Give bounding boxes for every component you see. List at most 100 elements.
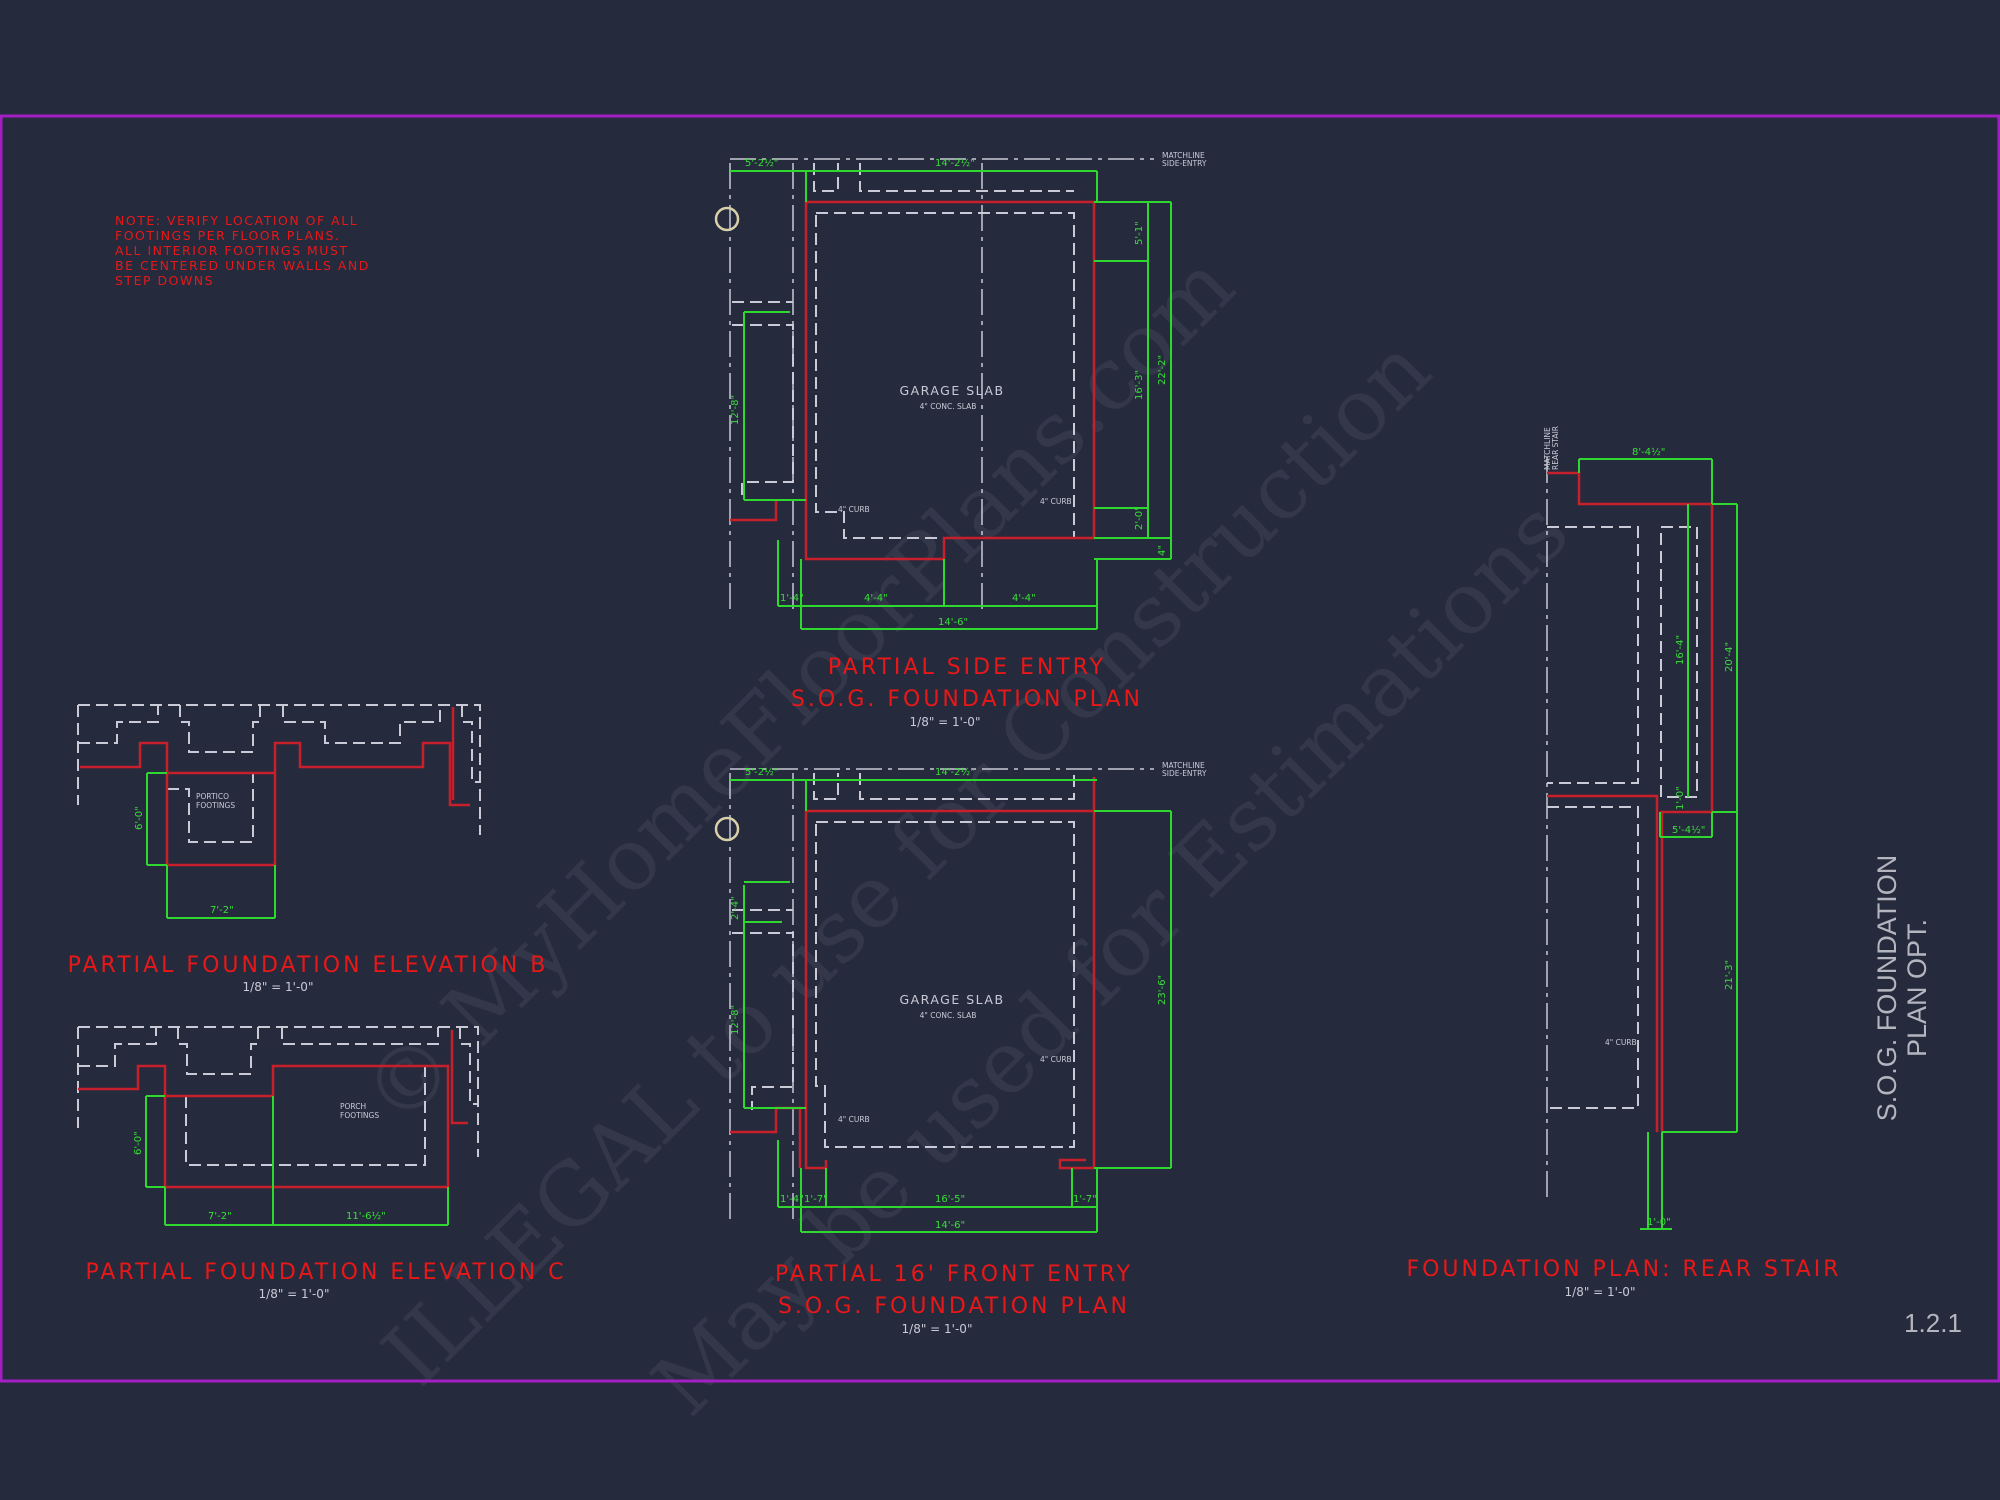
- dim-label: 1'-4": [780, 1194, 804, 1205]
- matchline: [729, 768, 1154, 1222]
- dim-label: 1'-0": [1675, 786, 1686, 810]
- plan-scale: 1/8" = 1'-0": [902, 1322, 973, 1336]
- rear-stair-plan: 8'-4½" 16'-4" 20'-4" 1'-0" 5'-4½" 21'-3"…: [1406, 426, 1841, 1299]
- plan-scale: 1/8" = 1'-0": [910, 715, 981, 729]
- dim-label: 5'-1": [1134, 221, 1145, 245]
- plan-scale: 1/8" = 1'-0": [1565, 1285, 1636, 1299]
- elevation-scale: 1/8" = 1'-0": [243, 980, 314, 994]
- dim-label: 1'-4": [780, 593, 804, 604]
- dim-label: 4'-4": [864, 593, 888, 604]
- dim-label: 1'-0": [1647, 1217, 1671, 1228]
- general-note: NOTE: VERIFY LOCATION OF ALL FOOTINGS PE…: [115, 213, 370, 288]
- dim-label: 16'-4": [1675, 635, 1686, 665]
- dim-label: 20'-4": [1724, 642, 1735, 672]
- dim-label: 5'-2½": [745, 157, 778, 169]
- footing-label: PORTICO: [196, 792, 229, 801]
- dimension-lines: [730, 170, 1172, 630]
- foundation-outline: [77, 1026, 479, 1157]
- dim-label: 1'-7": [804, 1194, 828, 1205]
- footing-outline: [732, 909, 794, 1110]
- dim-label: 21'-3": [1724, 960, 1735, 990]
- sheet-border: [0, 114, 2000, 1383]
- note-line: ALL INTERIOR FOOTINGS MUST: [115, 243, 349, 258]
- slab-note: 4" CONC. SLAB: [920, 402, 977, 411]
- footing-outline: [813, 773, 1075, 1148]
- curb-note: 4" CURB: [1605, 1038, 1637, 1047]
- footing-line: [80, 707, 470, 867]
- dim-label: 14'-6": [938, 617, 968, 628]
- side-entry-plan: 5'-2½" 14'-2½" 5'-1" 16'-3" 2'-0" 22'-2"…: [714, 151, 1207, 729]
- dim-label: 23'-6": [1157, 975, 1168, 1005]
- plan-title: FOUNDATION PLAN: REAR STAIR: [1406, 1257, 1841, 1282]
- dim-label: 12'-8": [730, 395, 741, 425]
- dim-label: 2'-0": [1134, 506, 1145, 530]
- footing-outline: [1547, 526, 1698, 1109]
- plan-title: S.O.G. FOUNDATION PLAN: [791, 687, 1143, 712]
- footing-label: FOOTINGS: [196, 801, 235, 810]
- elevation-scale: 1/8" = 1'-0": [259, 1287, 330, 1301]
- note-line: STEP DOWNS: [115, 273, 214, 288]
- dim-label: 2'-4": [730, 896, 741, 920]
- dim-label: 5'-4½": [1672, 824, 1705, 836]
- note-line: NOTE: VERIFY LOCATION OF ALL: [115, 213, 358, 228]
- elevation-title: PARTIAL FOUNDATION ELEVATION B: [68, 953, 549, 978]
- matchline: [729, 158, 1154, 612]
- dim-label: 6'-0": [134, 806, 145, 830]
- curb-note: 4" CURB: [838, 1115, 870, 1124]
- footing-label: PORCH: [340, 1102, 366, 1111]
- curb-note: 4" CURB: [1040, 1055, 1072, 1064]
- grid-marker-icon: [714, 206, 740, 232]
- garage-footing: [730, 777, 1096, 1170]
- dim-label: 16'-5": [935, 1194, 965, 1205]
- stair-footing: [1547, 471, 1714, 1132]
- porch-footing-outline: [185, 1066, 426, 1166]
- dim-label: 7'-2": [210, 905, 234, 916]
- dim-label: 14'-2½": [935, 157, 975, 169]
- foundation-outline: [77, 704, 481, 835]
- dimension-lines: [730, 779, 1172, 1233]
- dim-label: 4'-4": [1012, 593, 1036, 604]
- dim-label: 7'-2": [208, 1211, 232, 1222]
- sheet-number: 1.2.1: [1904, 1308, 1962, 1338]
- dim-label: 1'-7": [1073, 1194, 1097, 1205]
- sheet-title-block: S.O.G. FOUNDATION PLAN OPT. 1.2.1: [1872, 855, 1962, 1338]
- slab-label: GARAGE SLAB: [899, 383, 1004, 398]
- sheet-title: S.O.G. FOUNDATION: [1872, 855, 1902, 1122]
- elevation-b: 6'-0" 7'-2" PORTICO FOOTINGS PARTIAL FOU…: [68, 704, 549, 994]
- watermark-line-2: ILLEGAL to use for Construction: [364, 319, 1450, 1405]
- matchline-label: MATCHLINE: [1162, 761, 1205, 770]
- sheet-title: PLAN OPT.: [1902, 919, 1932, 1057]
- note-line: BE CENTERED UNDER WALLS AND: [115, 258, 370, 273]
- dim-label: 8'-4½": [1632, 446, 1665, 458]
- matchline-label: MATCHLINE: [1162, 151, 1205, 160]
- dim-label: 14'-2½": [935, 766, 975, 778]
- dimension-lines: [145, 1095, 449, 1226]
- curb-note: 4" CURB: [838, 505, 870, 514]
- elevation-title: PARTIAL FOUNDATION ELEVATION C: [85, 1260, 566, 1285]
- plan-title: PARTIAL 16' FRONT ENTRY: [775, 1262, 1133, 1287]
- grid-marker-icon: [714, 816, 740, 842]
- slab-label: GARAGE SLAB: [899, 992, 1004, 1007]
- note-line: FOOTINGS PER FLOOR PLANS.: [115, 228, 340, 243]
- watermark: © MyHomeFloorPlans.com ILLEGAL to use fo…: [344, 235, 1588, 1434]
- dim-label: 12'-8": [730, 1005, 741, 1035]
- portico-footing-outline: [167, 773, 254, 843]
- footing-label: FOOTINGS: [340, 1111, 379, 1120]
- dim-label: 6'-0": [133, 1131, 144, 1155]
- elevation-c: 6'-0" 7'-2" 11'-6½" PORCH FOOTINGS PARTI…: [77, 1026, 566, 1301]
- slab-note: 4" CONC. SLAB: [920, 1011, 977, 1020]
- dim-label: 4": [1157, 545, 1168, 556]
- front-entry-plan: 5'-2½" 14'-2½" 23'-6" 2'-4" 12'-8" 1'-4"…: [714, 761, 1207, 1336]
- matchline-label: SIDE-ENTRY: [1162, 769, 1207, 778]
- matchline-label: SIDE-ENTRY: [1162, 159, 1207, 168]
- footing-outline: [732, 301, 794, 500]
- footing-outline: [813, 163, 1075, 539]
- plan-title: PARTIAL SIDE ENTRY: [828, 655, 1106, 680]
- matchline-label: REAR STAIR: [1551, 426, 1560, 470]
- dim-label: 14'-6": [935, 1220, 965, 1231]
- curb-note: 4" CURB: [1040, 497, 1072, 506]
- dim-label: 22'-2": [1157, 355, 1168, 385]
- dim-label: 16'-3": [1134, 370, 1145, 400]
